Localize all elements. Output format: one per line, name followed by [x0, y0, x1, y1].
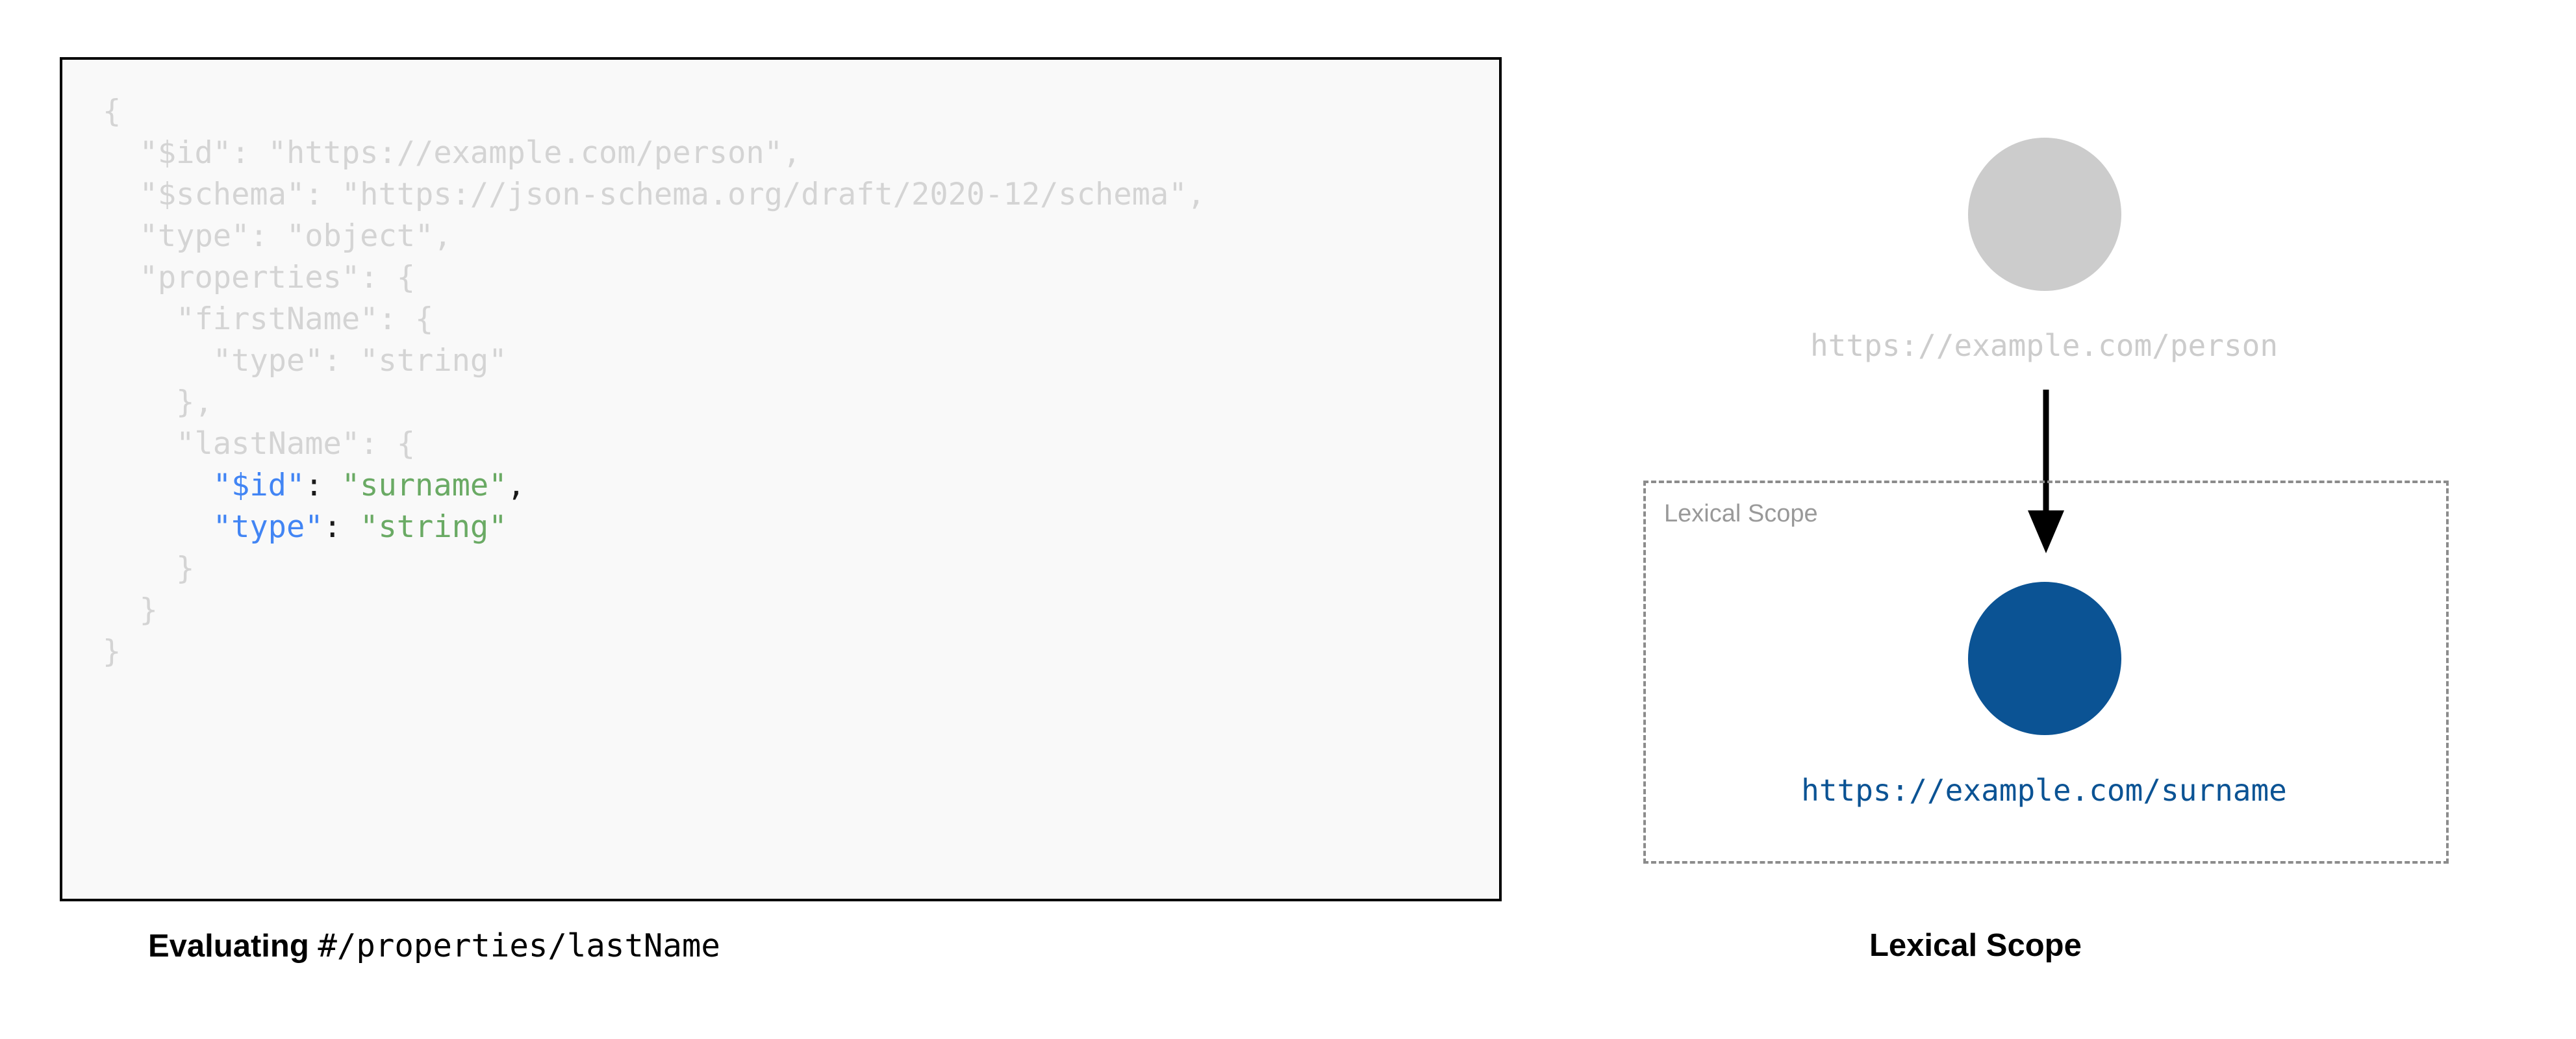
- code-indent: [103, 468, 213, 503]
- code-string: "surname": [341, 468, 507, 503]
- code-key: "type": [212, 509, 323, 545]
- code-line: "type": "object",: [103, 218, 452, 254]
- code-separator: :: [305, 468, 342, 503]
- node-label-surname: https://example.com/surname: [1801, 773, 2287, 808]
- code-line: },: [103, 384, 213, 420]
- code-line: "$schema": "https://json-schema.org/draf…: [103, 177, 1206, 212]
- right-caption: Lexical Scope: [1869, 928, 2082, 963]
- code-comma: ,: [507, 468, 525, 503]
- json-schema-code[interactable]: { "$id": "https://example.com/person", "…: [103, 91, 1206, 673]
- code-separator: :: [323, 509, 360, 545]
- code-line: "type": "string": [103, 343, 507, 379]
- lexical-scope-box: Lexical Scope: [1643, 481, 2449, 864]
- node-circle-surname[interactable]: [1968, 582, 2121, 735]
- code-panel: { "$id": "https://example.com/person", "…: [60, 57, 1502, 901]
- node-label-person: https://example.com/person: [1810, 328, 2279, 363]
- left-caption-pointer: #/properties/lastName: [318, 927, 720, 964]
- code-line: "firstName": {: [103, 301, 434, 337]
- lexical-scope-box-label: Lexical Scope: [1664, 500, 1818, 527]
- code-line: {: [103, 94, 121, 129]
- code-line: }: [103, 634, 121, 670]
- code-line-highlighted: "$id": "surname",: [103, 465, 1206, 507]
- code-line: "$id": "https://example.com/person",: [103, 135, 802, 171]
- code-key: "$id": [212, 468, 305, 503]
- code-line: "properties": {: [103, 260, 416, 295]
- code-line: "lastName": {: [103, 426, 416, 462]
- code-indent: [103, 509, 213, 545]
- code-line-highlighted: "type": "string": [103, 507, 1206, 548]
- code-line: }: [103, 592, 158, 628]
- down-arrow-icon: [2028, 390, 2064, 553]
- code-line: }: [103, 551, 195, 586]
- node-circle-person[interactable]: [1968, 138, 2121, 291]
- left-caption-bold: Evaluating: [148, 929, 309, 964]
- code-string: "string": [360, 509, 507, 545]
- lexical-scope-diagram: https://example.com/person Lexical Scope…: [1559, 0, 2576, 909]
- left-caption: Evaluating #/properties/lastName: [148, 927, 720, 964]
